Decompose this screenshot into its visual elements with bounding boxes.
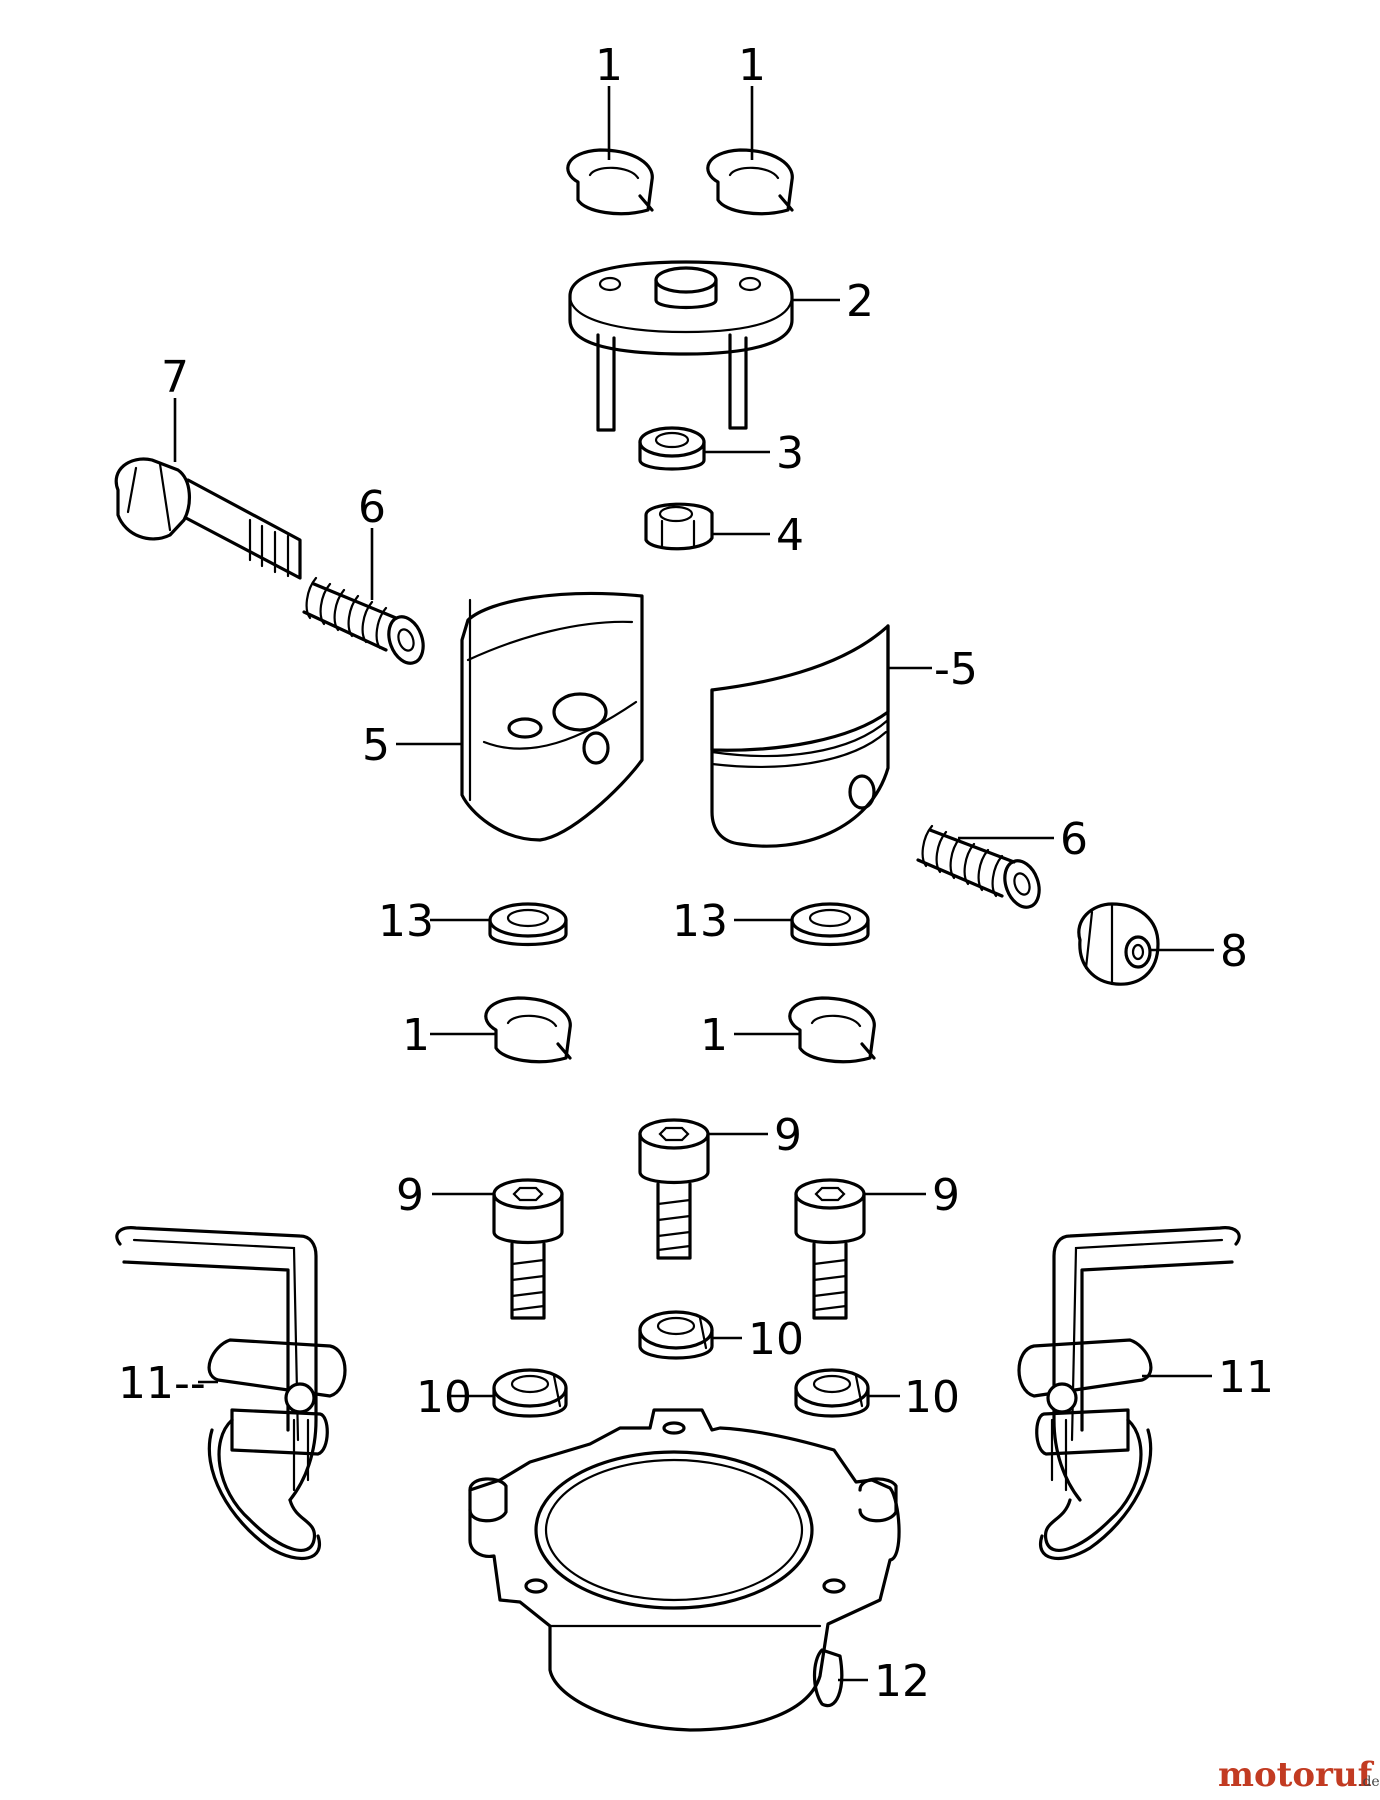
- watermark-brand: motoruf: [1218, 1755, 1375, 1795]
- part-10-spring-washer-center: [638, 1310, 714, 1360]
- callout-9a: 9: [774, 1110, 802, 1161]
- callouts: 1 1 2 3 4 7 6 5 -5 6 8 13 13 1 1 9 9 9 1…: [118, 40, 1274, 1707]
- part-11-wire-clip-left: [115, 1226, 347, 1561]
- callout-5a: 5: [362, 720, 390, 771]
- callout-4: 4: [776, 510, 804, 561]
- callout-11a: 11--: [118, 1358, 206, 1409]
- callout-12: 12: [874, 1656, 930, 1707]
- callout-1c: 1: [402, 1010, 430, 1061]
- part-5-shoe-right: [710, 624, 890, 848]
- part-1-clip-top-right: [706, 148, 794, 216]
- callout-7: 7: [161, 352, 189, 403]
- callout-1d: 1: [700, 1010, 728, 1061]
- callout-11b: 11: [1218, 1352, 1274, 1403]
- leader-lines: [173, 86, 1214, 1682]
- part-5-shoe-left: [460, 591, 644, 842]
- part-9-screw-right: [794, 1178, 866, 1320]
- part-2-flange-plate: [568, 260, 794, 432]
- callout-2: 2: [846, 276, 874, 327]
- part-6-spring-right: [916, 824, 1041, 909]
- callout-13b: 13: [672, 896, 728, 947]
- part-6-spring-left: [302, 576, 425, 665]
- callout-1b: 1: [738, 40, 766, 91]
- part-8-lock-nut: [1077, 902, 1160, 986]
- motoruf-watermark-logo: motoruf .de: [1218, 1755, 1380, 1795]
- callout-6a: 6: [358, 482, 386, 533]
- part-12-housing: [468, 1408, 901, 1732]
- watermark-tld: .de: [1358, 1774, 1380, 1790]
- part-9-screw-center: [638, 1118, 710, 1260]
- callout-13a: 13: [378, 896, 434, 947]
- part-1-clip-mid-right: [788, 996, 876, 1064]
- part-4-nut: [644, 502, 714, 551]
- callout-9b: 9: [396, 1170, 424, 1221]
- part-13-washer-left: [488, 902, 568, 947]
- callout-1a: 1: [595, 40, 623, 91]
- part-1-clip-mid-left: [484, 996, 572, 1064]
- callout-10a: 10: [748, 1314, 804, 1365]
- callout-10c: 10: [904, 1372, 960, 1423]
- part-11-wire-clip-right: [1017, 1226, 1241, 1561]
- part-7-hex-bolt: [114, 457, 302, 580]
- part-10-spring-washer-left: [492, 1368, 568, 1418]
- callout-5b: -5: [934, 644, 978, 695]
- part-3-washer: [638, 426, 706, 471]
- callout-6b: 6: [1060, 814, 1088, 865]
- part-1-clip-top-left: [566, 148, 654, 216]
- part-10-spring-washer-right: [794, 1368, 870, 1418]
- part-13-washer-right: [790, 902, 870, 947]
- part-9-screw-left: [492, 1178, 564, 1320]
- callout-3: 3: [776, 428, 804, 479]
- callout-10b: 10: [416, 1372, 472, 1423]
- callout-8: 8: [1220, 926, 1248, 977]
- callout-9c: 9: [932, 1170, 960, 1221]
